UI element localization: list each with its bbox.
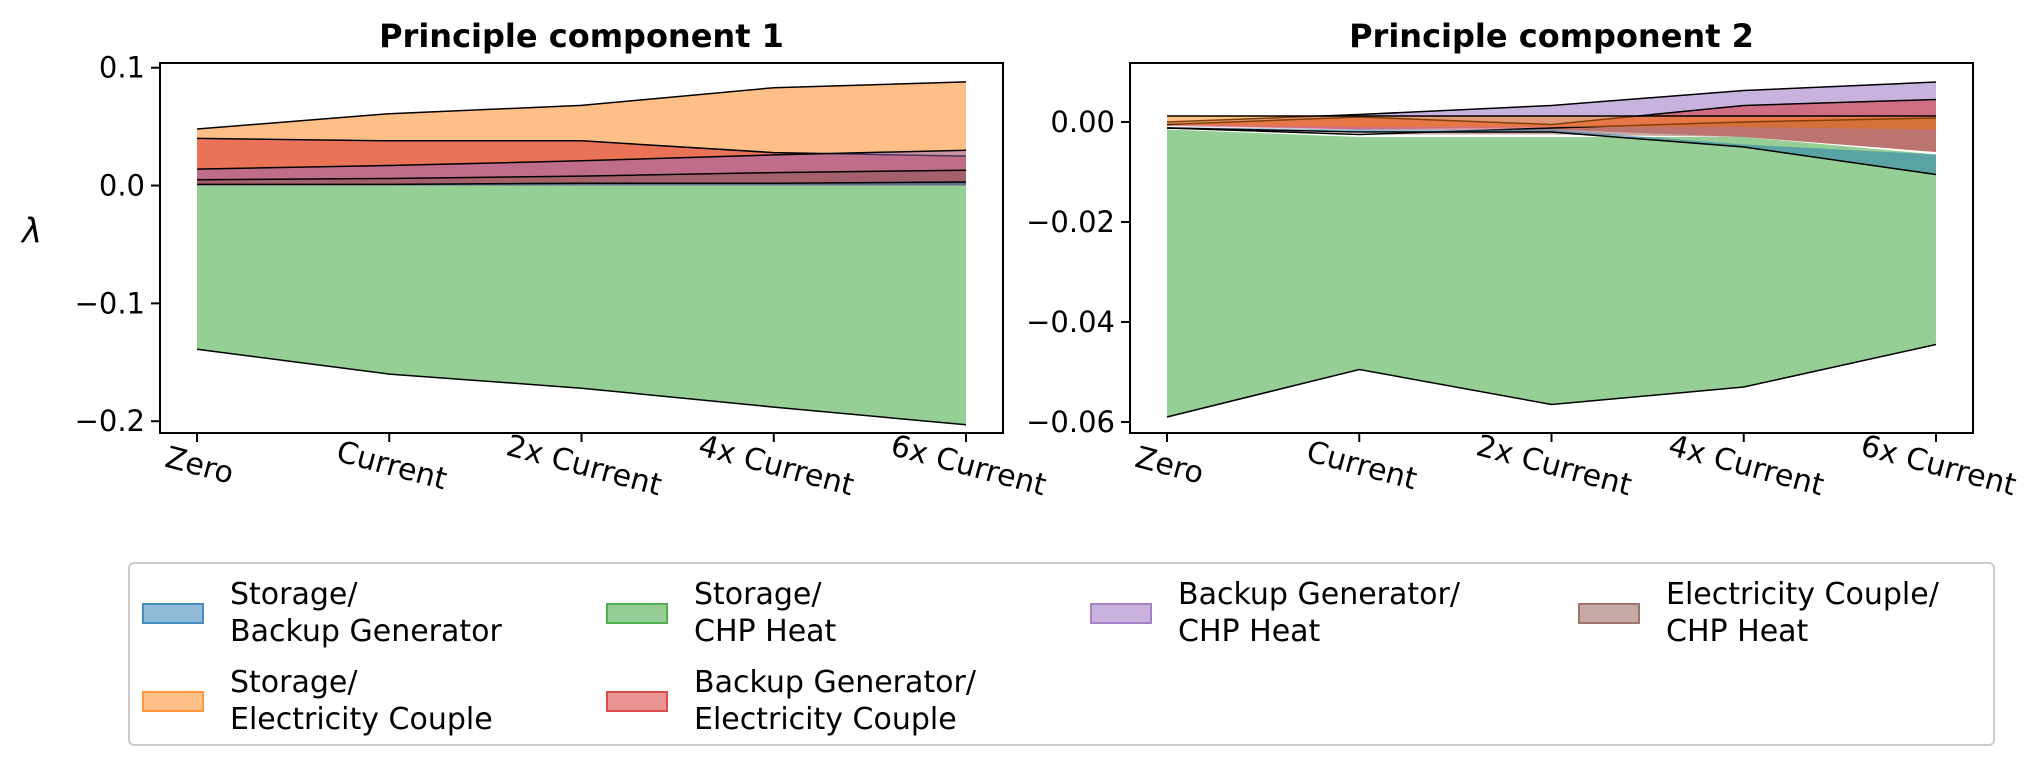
- x-tick-label: 6x Current: [1857, 428, 2020, 503]
- y-tick-label: 0.00: [1050, 105, 1115, 139]
- legend-label: Electricity Couple/ CHP Heat: [1666, 577, 1939, 649]
- x-tick-label: 2x Current: [1473, 428, 1636, 503]
- series-edge-line: [196, 169, 967, 181]
- x-tick-label: Zero: [162, 440, 238, 492]
- y-tick-label: 0.1: [99, 51, 145, 85]
- legend-item-backup-generator-chp-heat: Backup Generator/ CHP Heat: [1090, 576, 1460, 650]
- series-edge-line: [196, 149, 967, 170]
- area-series: [1167, 116, 1936, 130]
- x-tick-label: 2x Current: [503, 428, 666, 503]
- legend-swatch: [606, 602, 668, 624]
- area-series: [197, 170, 966, 186]
- chart-title: Principle component 1: [379, 17, 784, 55]
- legend-item-storage-backup-generator: Storage/ Backup Generator: [142, 576, 502, 650]
- x-tick-label: Current: [333, 434, 451, 497]
- area-series: [1167, 129, 1936, 417]
- x-tick-label: Zero: [1132, 440, 1208, 492]
- x-tick-label: Current: [1303, 434, 1421, 497]
- y-tick-label: −0.04: [1026, 305, 1115, 339]
- legend-label: Storage/ CHP Heat: [694, 577, 837, 649]
- series-edge-line: [196, 348, 967, 426]
- area-series: [1167, 127, 1936, 175]
- legend-label: Backup Generator/ Electricity Couple: [694, 665, 976, 737]
- y-tick-label: −0.06: [1026, 405, 1115, 439]
- y-axis-label: λ: [20, 212, 42, 252]
- legend-label: Backup Generator/ CHP Heat: [1178, 577, 1460, 649]
- y-tick-label: −0.2: [75, 404, 145, 438]
- legend-item-storage-chp-heat: Storage/ CHP Heat: [606, 576, 836, 650]
- x-tick-label: 4x Current: [1665, 428, 1828, 503]
- legend-swatch: [606, 690, 668, 712]
- chart-title: Principle component 2: [1349, 17, 1754, 55]
- legend-swatch: [142, 602, 204, 624]
- series-edge-line: [1166, 343, 1937, 418]
- series-edge-line: [196, 81, 967, 130]
- y-tick-label: 0.0: [99, 169, 145, 203]
- legend-item-storage-electricity-couple: Storage/ Electricity Couple: [142, 664, 493, 738]
- legend-item-backup-generator-electricity-couple: Backup Generator/ Electricity Couple: [606, 664, 976, 738]
- y-tick-label: −0.02: [1026, 205, 1115, 239]
- x-tick-label: 6x Current: [887, 428, 1050, 503]
- legend-item-electricity-couple-chp-heat: Electricity Couple/ CHP Heat: [1578, 576, 1939, 650]
- legend: Storage/ Backup Generator Storage/ Elect…: [128, 562, 1995, 746]
- area-series: [197, 185, 966, 425]
- series-edge-line: [197, 181, 967, 186]
- y-tick-label: −0.1: [75, 286, 145, 320]
- legend-swatch: [142, 690, 204, 712]
- legend-label: Storage/ Electricity Couple: [230, 665, 493, 737]
- x-tick-label: 4x Current: [695, 428, 858, 503]
- legend-label: Storage/ Backup Generator: [230, 577, 502, 649]
- legend-swatch: [1578, 602, 1640, 624]
- legend-swatch: [1090, 602, 1152, 624]
- chart-panel-2: Principle component 2 −0.06 −0.04 −0.02 0.00…: [1026, 17, 2020, 503]
- series-edge-line: [1166, 127, 1937, 176]
